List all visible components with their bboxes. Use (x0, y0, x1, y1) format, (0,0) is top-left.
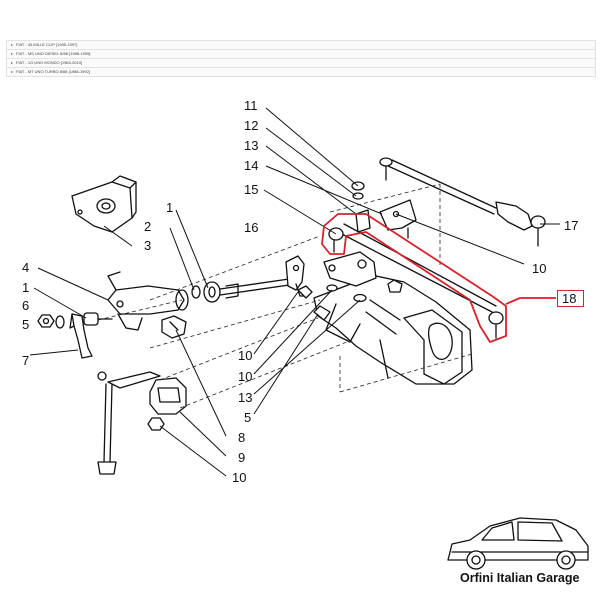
model-label: FIAT - MS UNO DIESEL 8/88 [1988-1995] (16, 51, 91, 56)
caret-right-icon: ▸ (11, 60, 14, 65)
callout-7: 7 (22, 353, 29, 368)
callout-1: 1 (166, 200, 173, 215)
callouts: 11 12 13 14 15 16 1 2 3 4 1 6 5 7 10 10 … (22, 98, 578, 485)
callout-3: 3 (144, 238, 151, 253)
callout-8: 8 (238, 430, 245, 445)
leader-lines (29, 107, 560, 477)
callout-5: 5 (244, 410, 251, 425)
callout-14: 14 (244, 158, 258, 173)
callout-16: 16 (244, 220, 258, 235)
callout-4: 4 (22, 260, 29, 275)
model-label: FIAT - 45 MILLE CLIP [1995-1997] (16, 42, 78, 47)
model-list: ▸FIAT - 45 MILLE CLIP [1995-1997] ▸FIAT … (6, 40, 596, 77)
model-row[interactable]: ▸FIAT - 45 MILLE CLIP [1995-1997] (6, 40, 596, 49)
model-label: FIAT - MT UNO TURBO 8/88 [1988-1992] (16, 69, 90, 74)
callout-1: 1 (22, 280, 29, 295)
callout-15: 15 (244, 182, 258, 197)
callout-13: 13 (238, 390, 252, 405)
callout-2: 2 (144, 219, 151, 234)
caret-right-icon: ▸ (11, 42, 14, 47)
part-18-highlight (321, 213, 556, 343)
brand-caption: Orfini Italian Garage (460, 571, 580, 585)
callout-17: 17 (564, 218, 578, 233)
model-label: FIAT - 1G UNO MONDO [1983-2010] (16, 60, 83, 65)
dashed-lines (97, 183, 473, 409)
model-row[interactable]: ▸FIAT - MS UNO DIESEL 8/88 [1988-1995] (6, 49, 596, 58)
part-drawings (37, 157, 589, 570)
callout-12: 12 (244, 118, 258, 133)
callout-13: 13 (244, 138, 258, 153)
callout-10: 10 (232, 470, 246, 485)
callout-5: 5 (22, 317, 29, 332)
callout-6: 6 (22, 298, 29, 313)
callout-18-box (557, 290, 584, 307)
model-row[interactable]: ▸FIAT - MT UNO TURBO 8/88 [1988-1992] (6, 67, 596, 77)
callout-10: 10 (238, 348, 252, 363)
caret-right-icon: ▸ (11, 69, 14, 74)
callout-10: 10 (532, 261, 546, 276)
callout-11: 11 (244, 98, 258, 113)
caret-right-icon: ▸ (11, 51, 14, 56)
callout-9: 9 (238, 450, 245, 465)
model-row[interactable]: ▸FIAT - 1G UNO MONDO [1983-2010] (6, 58, 596, 67)
callout-10: 10 (238, 369, 252, 384)
callout-18: 18 (562, 291, 576, 306)
